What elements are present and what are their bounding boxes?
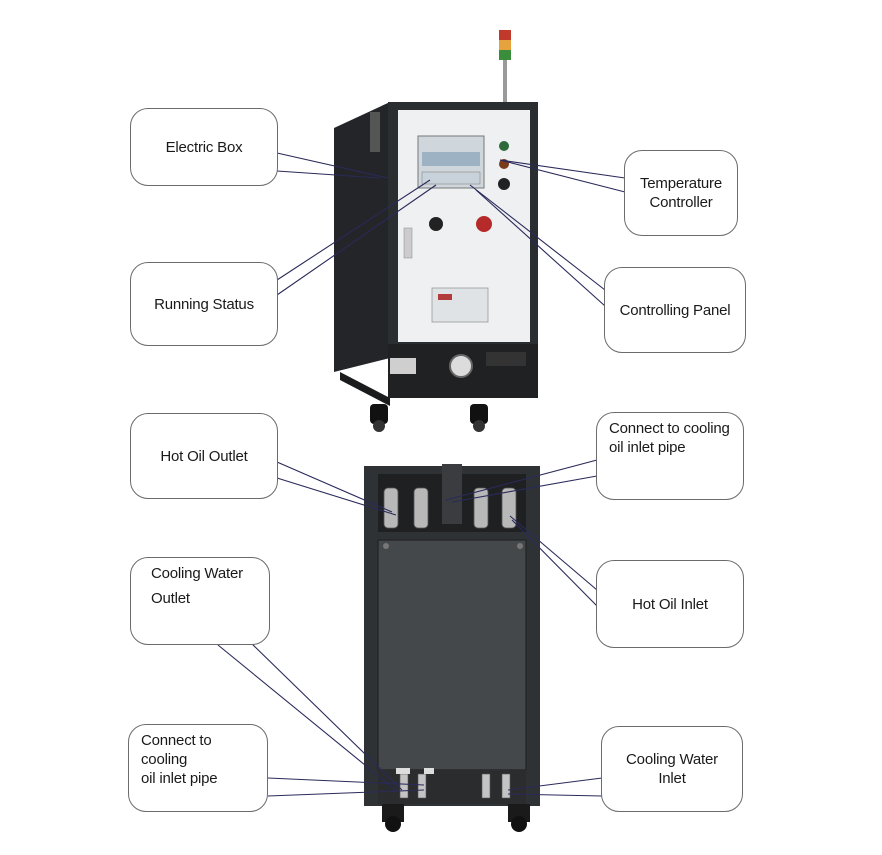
callout-temperature-controller: Temperature Controller <box>624 150 738 236</box>
callout-cooling-water-outlet: Cooling Water Outlet <box>130 557 270 645</box>
callout-connect-cooling-top: Connect to cooling oil inlet pipe <box>596 412 744 500</box>
callout-running-status: Running Status <box>130 262 278 346</box>
callout-cooling-water-inlet: Cooling Water Inlet <box>601 726 743 812</box>
callout-electric-box: Electric Box <box>130 108 278 186</box>
callout-hot-oil-inlet-text: Hot Oil Inlet <box>632 595 708 613</box>
callout-hot-oil-outlet: Hot Oil Outlet <box>130 413 278 499</box>
callout-connect-cooling-top-line2: oil inlet pipe <box>609 439 686 456</box>
signal-light-tower <box>499 30 511 102</box>
callout-hot-oil-outlet-text: Hot Oil Outlet <box>160 447 248 465</box>
callout-controlling-panel: Controlling Panel <box>604 267 746 353</box>
callout-controlling-panel-text: Controlling Panel <box>619 301 731 319</box>
callout-connect-cooling-bottom-line1: Connect to cooling <box>141 732 212 768</box>
callout-cooling-water-outlet-line2: Outlet <box>151 590 190 607</box>
rear-view-machine <box>364 464 540 832</box>
callout-temperature-controller-line1: Temperature <box>639 175 722 192</box>
front-view-machine <box>334 30 538 432</box>
callout-cooling-water-inlet-text: Cooling Water Inlet <box>626 751 718 787</box>
callout-temperature-controller-line2: Controller <box>649 194 713 211</box>
callout-electric-box-text: Electric Box <box>165 138 243 156</box>
callout-connect-cooling-bottom: Connect to cooling oil inlet pipe <box>128 724 268 812</box>
callout-connect-cooling-bottom-line2: oil inlet pipe <box>141 770 218 787</box>
callout-connect-cooling-top-line1: Connect to cooling <box>609 420 730 437</box>
callout-hot-oil-inlet: Hot Oil Inlet <box>596 560 744 648</box>
callout-running-status-text: Running Status <box>154 295 254 313</box>
callout-cooling-water-outlet-line1: Cooling Water <box>151 565 243 582</box>
